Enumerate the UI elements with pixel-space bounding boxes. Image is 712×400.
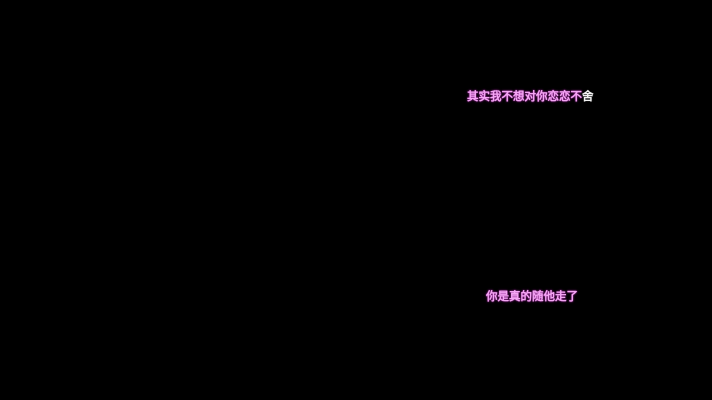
lyric-line-lower: 你是真的随他走了 [486,289,578,303]
lyric-unsung-portion: 舍 [582,89,594,103]
lyric-sung-portion: 其实我不想对你恋恋不 [467,89,582,103]
lyric-sung-portion: 你是真的随他走了 [486,289,578,303]
lyric-line-upper: 其实我不想对你恋恋不舍 [467,89,594,103]
